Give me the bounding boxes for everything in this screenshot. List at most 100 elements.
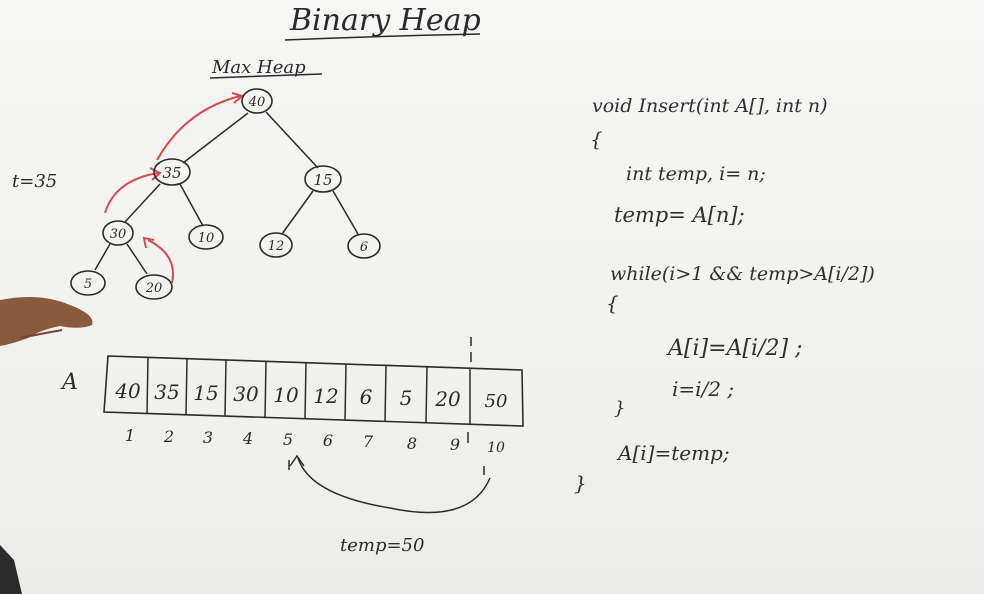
array-index: 10 [487,440,505,456]
array-divider [146,356,149,415]
arrow-head-30 [142,236,155,249]
code-line: while(i>1 && temp>A[i/2]) [610,263,875,285]
code-line: A[i]=temp; [616,441,730,465]
title-underline [284,33,481,41]
array-index: 3 [203,428,213,447]
node-label: 40 [248,95,266,110]
array-index: 7 [363,432,374,451]
node-label: 6 [360,240,368,255]
node-label: 10 [198,231,215,246]
node-circle [188,224,224,250]
array-cell: 12 [313,384,338,408]
node-label: 35 [162,164,181,182]
code-line: } [574,471,587,495]
array-cell: 20 [434,387,461,411]
tree-node: 5 [70,270,106,296]
array-divider [384,365,387,423]
heap-type-label: Max Heap [211,57,306,78]
array-box [103,355,524,427]
array-dividers [146,356,471,425]
arrow-head-35 [149,167,162,181]
edge-30-5 [94,243,111,271]
node-circle [304,165,342,193]
array-index: 4 [242,429,253,448]
node-circle [70,270,106,296]
arrow-30-to-35 [104,172,159,214]
array-index: 1 [125,426,135,445]
tree-node: 30 [102,220,134,246]
tree-node: 35 [153,158,191,186]
node-circle [102,220,134,246]
code-line: { [606,291,619,315]
heap-tree-nodes: 40 35 15 30 10 12 [70,88,381,300]
subtitle-underline [209,73,323,79]
code-line: { [590,127,603,151]
array-cell: 15 [193,381,218,405]
node-label: 5 [84,277,92,292]
array-cells: 40 35 15 30 10 12 6 5 20 50 [114,379,507,412]
arrow-20-to-30 [147,239,174,284]
array-divider [264,360,267,419]
array-index: 8 [407,434,417,453]
node-circle [259,232,293,258]
tree-node: 40 [241,88,273,114]
array-cell: 10 [273,383,299,407]
array-name: A [60,370,78,395]
array-cell: 40 [114,379,141,403]
code-line: i=i/2 ; [672,377,734,401]
array-divider [224,359,227,417]
array-divider [425,366,428,424]
array-index: 9 [450,435,460,454]
tree-node: 6 [347,233,381,259]
temp-note: temp=50 [340,535,424,556]
array-cell: 35 [154,380,179,404]
presenter-hand [0,296,93,594]
edge-35-10 [179,183,204,227]
edge-30-20 [126,243,148,275]
move-arrow-head [289,454,305,467]
node-circle [135,274,173,300]
edge-40-35 [182,112,249,164]
node-label: 12 [268,239,285,254]
node-circle [347,233,381,259]
array-cell: 50 [485,391,508,412]
edge-15-12 [281,190,314,235]
side-note: t=35 [12,171,57,192]
array-cell: 30 [233,382,259,406]
code-line: temp= A[n]; [614,203,745,227]
node-circle [241,88,273,114]
edge-15-6 [332,190,359,235]
node-label: 15 [313,171,332,189]
swap-arrows [104,92,245,284]
code-line: } [614,398,625,419]
tree-node: 12 [259,232,293,258]
array-index: 2 [163,427,174,446]
array-divider [344,363,347,421]
edge-35-30 [124,183,161,223]
heap-tree-edges [94,111,359,275]
code-line: int temp, i= n; [626,163,766,185]
array-index: 5 [283,430,293,449]
presenter-sleeve [0,545,22,594]
node-label: 30 [110,227,127,242]
page-title: Binary Heap [289,3,481,38]
hand-shape [0,296,93,346]
tree-node: 15 [304,165,342,193]
tree-node: 20 [135,274,173,300]
array-divider [185,358,188,416]
arrow-35-to-40 [156,95,241,161]
array-cell: 5 [400,386,413,410]
array-index: 6 [323,431,333,450]
edge-40-15 [265,111,319,169]
node-circle [153,158,191,186]
node-label: 20 [145,281,163,296]
code-block: void Insert(int A[], int n) { int temp, … [574,95,875,495]
array-indices: 1 2 3 4 5 6 7 8 9 10 [125,426,505,456]
code-line: void Insert(int A[], int n) [592,95,828,117]
array-cell: 6 [360,385,373,409]
array-divider [304,362,307,420]
arrow-head-40 [231,92,245,104]
code-line: A[i]=A[i/2] ; [666,336,802,361]
